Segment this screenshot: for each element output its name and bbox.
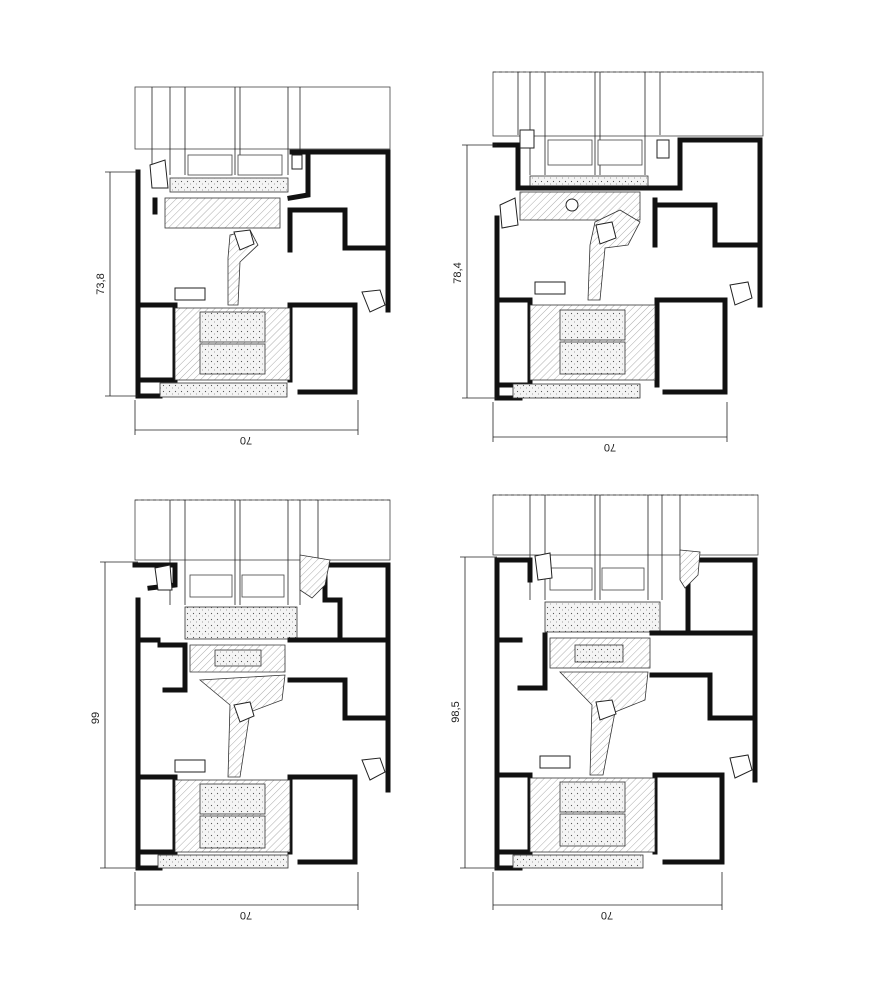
height-dimension: 73,8 [95,171,138,397]
sash-profile [132,562,391,793]
width-label: 70 [240,434,252,446]
height-label: 98,5 [450,701,462,722]
width-label: 70 [240,909,252,921]
glass-unit [134,499,391,605]
width-label: 70 [604,441,616,453]
height-dimension: 78,4 [452,144,497,399]
width-dimension: 70 [134,400,359,446]
gasket-group [534,549,753,779]
height-label: 73,8 [95,273,107,294]
height-dimension: 99 [90,561,138,869]
thermal-break [512,191,656,399]
thermal-break [157,644,291,869]
gasket-group [149,154,386,313]
gasket-group [154,554,386,781]
height-label: 78,4 [452,262,464,283]
sash-profile [492,137,763,308]
thermal-break [159,197,291,398]
glass-unit [134,86,391,176]
thermal-break [512,637,656,869]
glass-unit [492,71,764,175]
width-dimension: 70 [492,402,728,453]
section-b: 78,4 70 [452,71,764,453]
width-dimension: 70 [134,872,359,921]
height-dimension: 98,5 [450,556,497,869]
section-a: 73,8 70 [95,86,391,446]
glazing-bead-insert [169,177,289,193]
glass-unit [492,494,759,600]
section-c: 99 70 [90,499,391,921]
sash-profile [287,149,391,313]
sash-profile [494,557,758,783]
width-label: 70 [601,909,613,921]
section-d: 98,5 70 [450,494,759,921]
height-label: 99 [90,712,102,724]
width-dimension: 70 [492,872,723,921]
gasket-group [499,129,753,306]
